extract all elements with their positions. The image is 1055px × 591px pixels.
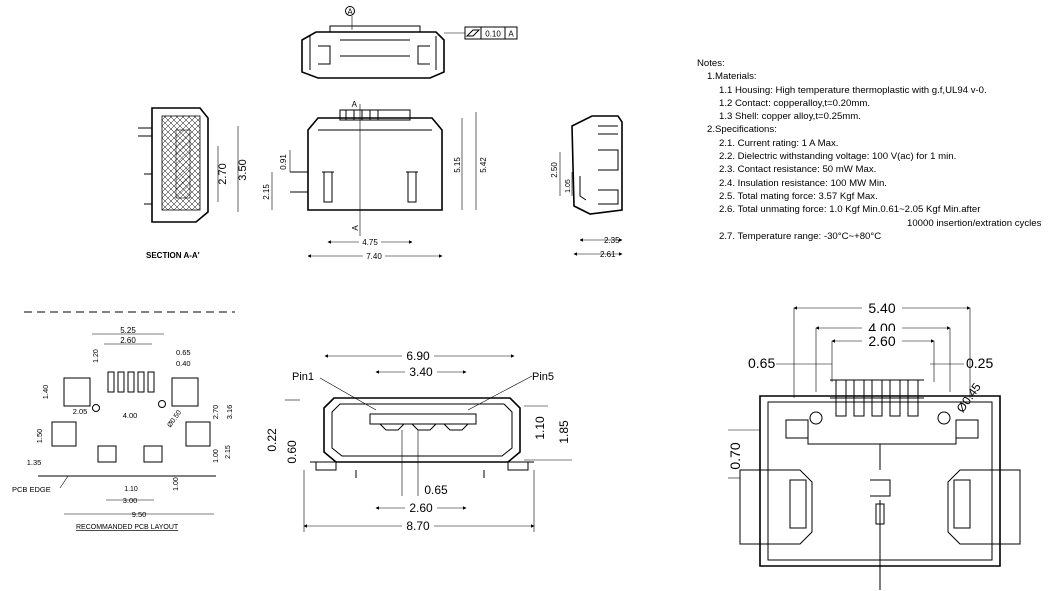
- dim-0-65: 0.65: [748, 355, 775, 371]
- dim-8-70: 8.70: [406, 519, 430, 533]
- dim-hole: Ø0.50: [166, 409, 183, 429]
- tolerance-value: 0.10: [485, 30, 501, 39]
- dim-0-25: 0.25: [966, 355, 993, 371]
- dim-7-40: 7.40: [366, 252, 382, 261]
- notes-title: Notes:: [697, 58, 725, 69]
- dim-1-35: 1.35: [27, 458, 42, 467]
- spec-line: 2.6. Total unmating force: 1.0 Kgf Min.0…: [719, 204, 981, 216]
- port-view: Pin1 Pin5 6.90 3.40 0.22 0.60 1.10 1.85 …: [265, 348, 572, 533]
- notes-block: Notes: 1.Materials: 1.1 Housing: High te…: [697, 57, 1047, 243]
- specs-heading: 2.Specifications:: [707, 124, 777, 136]
- pin5-label: Pin5: [532, 371, 554, 383]
- dim-1-50: 1.50: [35, 429, 44, 444]
- pin1-label: Pin1: [292, 371, 314, 383]
- dim-2-35: 2.35: [604, 236, 620, 245]
- dim-0-70: 0.70: [727, 442, 743, 469]
- dim-2-70: 2.70: [217, 163, 229, 184]
- dim-1-10: 1.10: [124, 486, 138, 493]
- material-line: 1.3 Shell: copper alloy,t=0.25mm.: [719, 111, 861, 123]
- dim-4-00: 4.00: [123, 411, 138, 420]
- dim-2-60: 2.60: [868, 333, 895, 349]
- material-line: 1.1 Housing: High temperature thermoplas…: [719, 84, 987, 96]
- dim-3-16: 3.16: [225, 405, 234, 420]
- dim-3-40: 3.40: [409, 365, 433, 379]
- dim-1-20: 1.20: [93, 349, 100, 363]
- dim-1-10: 1.10: [533, 416, 547, 440]
- dim-0-65: 0.65: [176, 348, 191, 357]
- front-view: A 0.91 2.15 5.15 5.42 4.75 A 7.40: [262, 100, 488, 261]
- tolerance-datum: A: [508, 30, 514, 39]
- dim-2-15: 2.15: [225, 445, 232, 459]
- flatness-icon: [465, 29, 481, 37]
- spec-line: 2.4. Insulation resistance: 100 MW Min.: [719, 177, 887, 189]
- materials-heading: 1.Materials:: [707, 71, 757, 83]
- section-view: 2.70 3.50 SECTION A-A': [138, 107, 249, 260]
- dim-0-40: 0.40: [176, 359, 191, 368]
- dim-5-25: 5.25: [120, 326, 136, 335]
- dim-3-00: 3.00: [123, 496, 138, 505]
- dim-2-05: 2.05: [73, 407, 88, 416]
- dim-0-65: 0.65: [424, 483, 448, 497]
- dim-9-50: 9.50: [132, 510, 147, 519]
- dim-5-42: 5.42: [479, 157, 488, 173]
- dim-2-70: 2.70: [211, 405, 220, 420]
- temperature-line: 2.7. Temperature range: -30°C~+80°C: [719, 230, 882, 242]
- spec-line: 2.5. Total mating force: 3.57 Kgf Max.: [719, 190, 878, 202]
- dim-4-75: 4.75: [362, 238, 378, 247]
- pcb-layout-caption: RECOMMANDED PCB LAYOUT: [76, 524, 179, 531]
- datum-a-label: A: [347, 8, 353, 17]
- section-marker-bottom: A: [351, 225, 360, 231]
- datum-a-circle: [345, 6, 355, 16]
- dim-5-15: 5.15: [453, 157, 462, 173]
- top-view: A 0.10 A: [301, 6, 518, 79]
- section-caption: SECTION A-A': [146, 251, 200, 260]
- material-line: 1.2 Contact: copperalloy,t=0.20mm.: [719, 97, 871, 109]
- side-view: 2.50 1.05 2.35 2.61: [550, 115, 623, 259]
- dim-0-45: Ø0.45: [954, 380, 984, 415]
- dim-0-22: 0.22: [265, 428, 279, 452]
- dim-5-40: 5.40: [868, 300, 895, 316]
- pcb-layout-view: 5.25 2.60 1.20 0.65 0.40 1.40 2.05 4.00 …: [12, 326, 234, 531]
- spec-continuation: 10000 insertion/extration cycles: [907, 217, 1042, 229]
- section-marker-top: A: [352, 100, 358, 109]
- dim-1-05: 1.05: [565, 179, 572, 193]
- dim-6-90: 6.90: [406, 349, 430, 363]
- dim-2-60: 2.60: [409, 501, 433, 515]
- dim-1-40: 1.40: [41, 385, 50, 400]
- dim-0-91: 0.91: [279, 154, 288, 170]
- spec-line: 2.1. Current rating: 1 A Max.: [719, 137, 839, 149]
- pcb-edge-label: PCB EDGE: [12, 485, 51, 494]
- dim-2-61: 2.61: [600, 250, 616, 259]
- spec-line: 2.2. Dielectric withstanding voltage: 10…: [719, 151, 957, 163]
- spec-line: 2.3. Contact resistance: 50 mW Max.: [719, 164, 877, 176]
- dim-2-50: 2.50: [550, 162, 559, 178]
- dim-1-00-a: 1.00: [213, 449, 220, 463]
- dim-0-60: 0.60: [285, 440, 299, 464]
- dim-3-50: 3.50: [237, 159, 249, 180]
- dim-2-15: 2.15: [262, 184, 271, 200]
- bottom-view: 5.40 4.00 2.60 0.65 0.25 Ø0.45 0.70: [727, 298, 1021, 590]
- dim-1-00-b: 1.00: [173, 477, 180, 491]
- dim-2-60: 2.60: [120, 336, 136, 345]
- dim-1-85: 1.85: [557, 420, 571, 444]
